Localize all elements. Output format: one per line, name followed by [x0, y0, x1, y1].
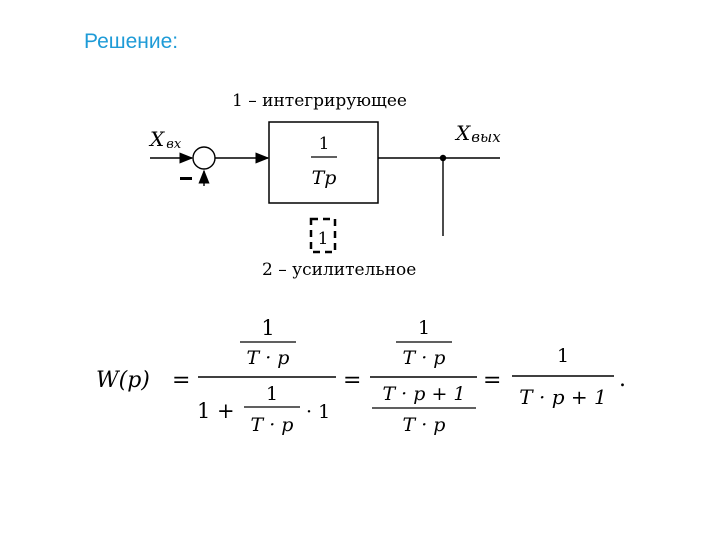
f1-bot-den: T · p	[251, 414, 294, 436]
formula-eq-1: =	[172, 368, 190, 393]
fraction-2: 1 T · p T · p + 1 T · p	[370, 317, 477, 436]
minus-sign	[180, 177, 192, 180]
f3-den: T · p + 1	[519, 385, 606, 409]
f1-bot-tail: · 1	[306, 401, 330, 423]
block1-denominator: Tp	[312, 167, 337, 189]
formula-eq-3: =	[483, 368, 501, 393]
block2-value: 1	[318, 229, 329, 249]
formula-period: .	[619, 367, 626, 392]
formula-lhs: W(p)	[96, 368, 150, 393]
amplifier-block	[309, 217, 337, 254]
f1-top-den: T · p	[247, 347, 290, 369]
f1-bot-one: 1 +	[197, 399, 235, 423]
solution-heading: Решение:	[84, 30, 179, 53]
block1-numerator: 1	[319, 134, 330, 154]
fraction-3: 1 T · p + 1	[512, 345, 614, 409]
block1-caption: 1 – интегрирующее	[232, 91, 407, 111]
integrator-block	[268, 121, 379, 204]
f2-top-num: 1	[418, 317, 430, 339]
output-label: Xвых	[454, 121, 501, 146]
f2-top-den: T · p	[403, 347, 446, 369]
f1-bot-num: 1	[266, 383, 278, 405]
fraction-1: 1 T · p 1 + 1 T · p · 1	[197, 316, 336, 436]
block2-caption: 2 – усилительное	[262, 260, 416, 280]
f2-bot-num: T · p + 1	[382, 383, 465, 405]
f1-top-num: 1	[261, 316, 274, 340]
f2-bot-den: T · p	[403, 414, 446, 436]
summing-junction	[192, 146, 216, 170]
formula-eq-2: =	[343, 368, 361, 393]
transfer-function-formula: W(p) = 1 T · p 1 + 1 T · p · 1 = 1 T · p…	[96, 316, 626, 436]
f3-num: 1	[557, 345, 569, 367]
